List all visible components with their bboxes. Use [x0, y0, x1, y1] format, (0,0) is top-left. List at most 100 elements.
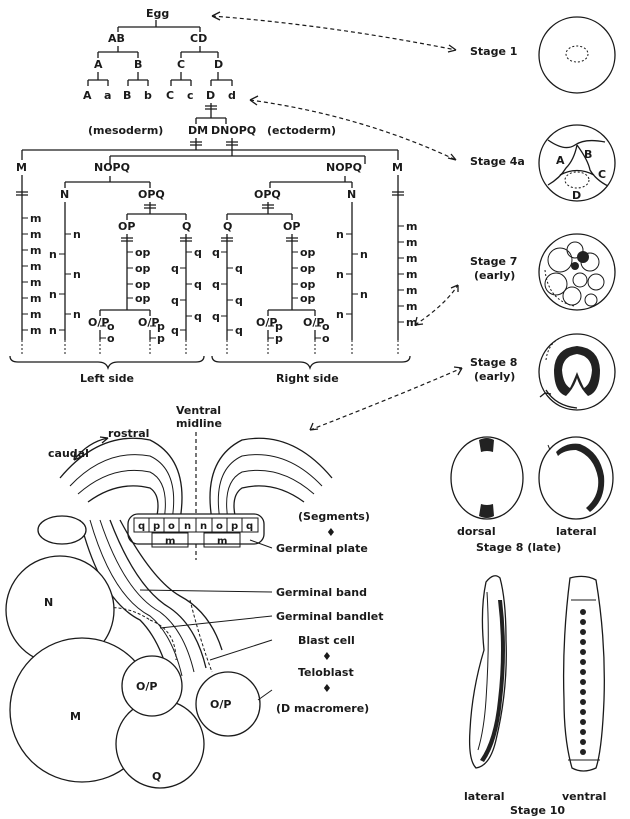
svg-text:m: m [30, 244, 41, 257]
svg-text:m: m [30, 212, 41, 225]
germinal-band-label: Germinal band [276, 586, 367, 599]
svg-text:n: n [49, 324, 57, 337]
lineage-c-cap2: C [166, 89, 174, 102]
stage-10-lateral-label: lateral [464, 790, 505, 803]
lineage-opq-left: OPQ [138, 188, 165, 201]
ventral-midline-label-1: Ventral [176, 404, 221, 417]
lineage-b-cap2: B [123, 89, 131, 102]
svg-text:m: m [30, 260, 41, 273]
svg-text:m: m [406, 300, 417, 313]
right-side-brace [212, 356, 410, 368]
stage-10-label: Stage 10 [510, 804, 565, 817]
stage-4a-cell-b: B [584, 148, 592, 161]
ventral-midline-label-2: midline [176, 417, 222, 430]
svg-text:op: op [135, 278, 151, 291]
svg-text:q: q [235, 294, 243, 307]
lineage-dnopq: DNOPQ [211, 124, 256, 137]
lineage-nopq-left: NOPQ [94, 161, 130, 174]
stage-4a-cell-a: A [556, 154, 565, 167]
stage-1-label: Stage 1 [470, 45, 517, 58]
svg-text:p: p [157, 332, 165, 345]
lineage-n-left: N [60, 188, 69, 201]
svg-text:p: p [153, 521, 160, 532]
stage-10-ventral-label: ventral [562, 790, 606, 803]
svg-text:n: n [184, 521, 191, 532]
svg-text:m: m [406, 284, 417, 297]
stage-4a-embryo: A B C D [539, 125, 615, 202]
svg-text:q: q [235, 324, 243, 337]
stage-8-early-embryo [539, 334, 615, 410]
lineage-d-low: d [228, 89, 236, 102]
svg-text:q: q [194, 246, 202, 259]
svg-text:q: q [212, 246, 220, 259]
stage-8-late-label: Stage 8 (late) [476, 541, 561, 554]
svg-text:q: q [138, 521, 145, 532]
svg-text:n: n [336, 228, 344, 241]
svg-text:n: n [336, 268, 344, 281]
svg-text:n: n [49, 288, 57, 301]
svg-text:n: n [73, 308, 81, 321]
svg-text:m: m [406, 220, 417, 233]
stage-8-label: Stage 8 [470, 356, 517, 369]
lineage-opq-right: OPQ [254, 188, 281, 201]
arrow-2: ♦ [322, 650, 332, 663]
blast-cell-label: Blast cell [298, 634, 355, 647]
svg-text:op: op [135, 292, 151, 305]
stage-8-late-lateral-embryo [539, 437, 613, 519]
left-side-brace [10, 356, 204, 368]
svg-text:op: op [135, 246, 151, 259]
svg-text:m: m [217, 536, 227, 547]
germinal-plate-label: Germinal plate [276, 542, 368, 555]
svg-text:p: p [275, 332, 283, 345]
svg-text:n: n [200, 521, 207, 532]
teloblast-label: Teloblast [298, 666, 354, 679]
teloblast-m-label: M [70, 710, 81, 723]
svg-text:m: m [406, 236, 417, 249]
lineage-op-left: OP [118, 220, 135, 233]
lineage-ab: AB [108, 32, 125, 45]
svg-text:p: p [231, 521, 238, 532]
lineage-op-right: OP [283, 220, 300, 233]
svg-text:q: q [235, 262, 243, 275]
lineage-m-right: M [392, 161, 403, 174]
lineage-egg: Egg [146, 7, 169, 20]
lineage-b-low: b [144, 89, 152, 102]
svg-text:q: q [171, 262, 179, 275]
svg-text:m: m [30, 276, 41, 289]
svg-text:o: o [216, 521, 223, 532]
svg-text:q: q [194, 278, 202, 291]
svg-text:n: n [73, 268, 81, 281]
svg-text:n: n [336, 308, 344, 321]
svg-text:m: m [30, 292, 41, 305]
svg-text:m: m [406, 252, 417, 265]
stage-4a-cell-d: D [572, 189, 581, 202]
arrow-3: ♦ [322, 682, 332, 695]
svg-text:o: o [107, 332, 115, 345]
lineage-d: D [214, 58, 223, 71]
svg-text:q: q [171, 324, 179, 337]
lineage-c-low: c [187, 89, 194, 102]
stage-8-dorsal-label: dorsal [457, 525, 496, 538]
lineage-q-right: Q [223, 220, 232, 233]
teloblast-op2-label: O/P [210, 698, 231, 711]
left-side-label: Left side [80, 372, 134, 385]
lineage-a-low: a [104, 89, 111, 102]
lineage-nopq-right: NOPQ [326, 161, 362, 174]
svg-text:op: op [300, 262, 316, 275]
lineage-op-left-cells: op op op op [127, 246, 151, 305]
stage-10-lateral-embryo [470, 576, 507, 768]
lineage-dm: DM [188, 124, 208, 137]
svg-text:m: m [30, 308, 41, 321]
svg-text:m: m [30, 324, 41, 337]
lineage-op-right-cells: op op op op [292, 246, 316, 305]
svg-text:op: op [135, 262, 151, 275]
germinal-bandlet-label: Germinal bandlet [276, 610, 384, 623]
stage-8-lateral-label: lateral [556, 525, 597, 538]
svg-text:q: q [212, 278, 220, 291]
svg-text:q: q [171, 294, 179, 307]
caudal-label: caudal [48, 447, 89, 460]
stage-4a-cell-c: C [598, 168, 606, 181]
cell-lineage-tree: Egg AB CD A B C D A a B b C c D d (mesod… [10, 7, 417, 385]
lineage-a: A [94, 58, 103, 71]
